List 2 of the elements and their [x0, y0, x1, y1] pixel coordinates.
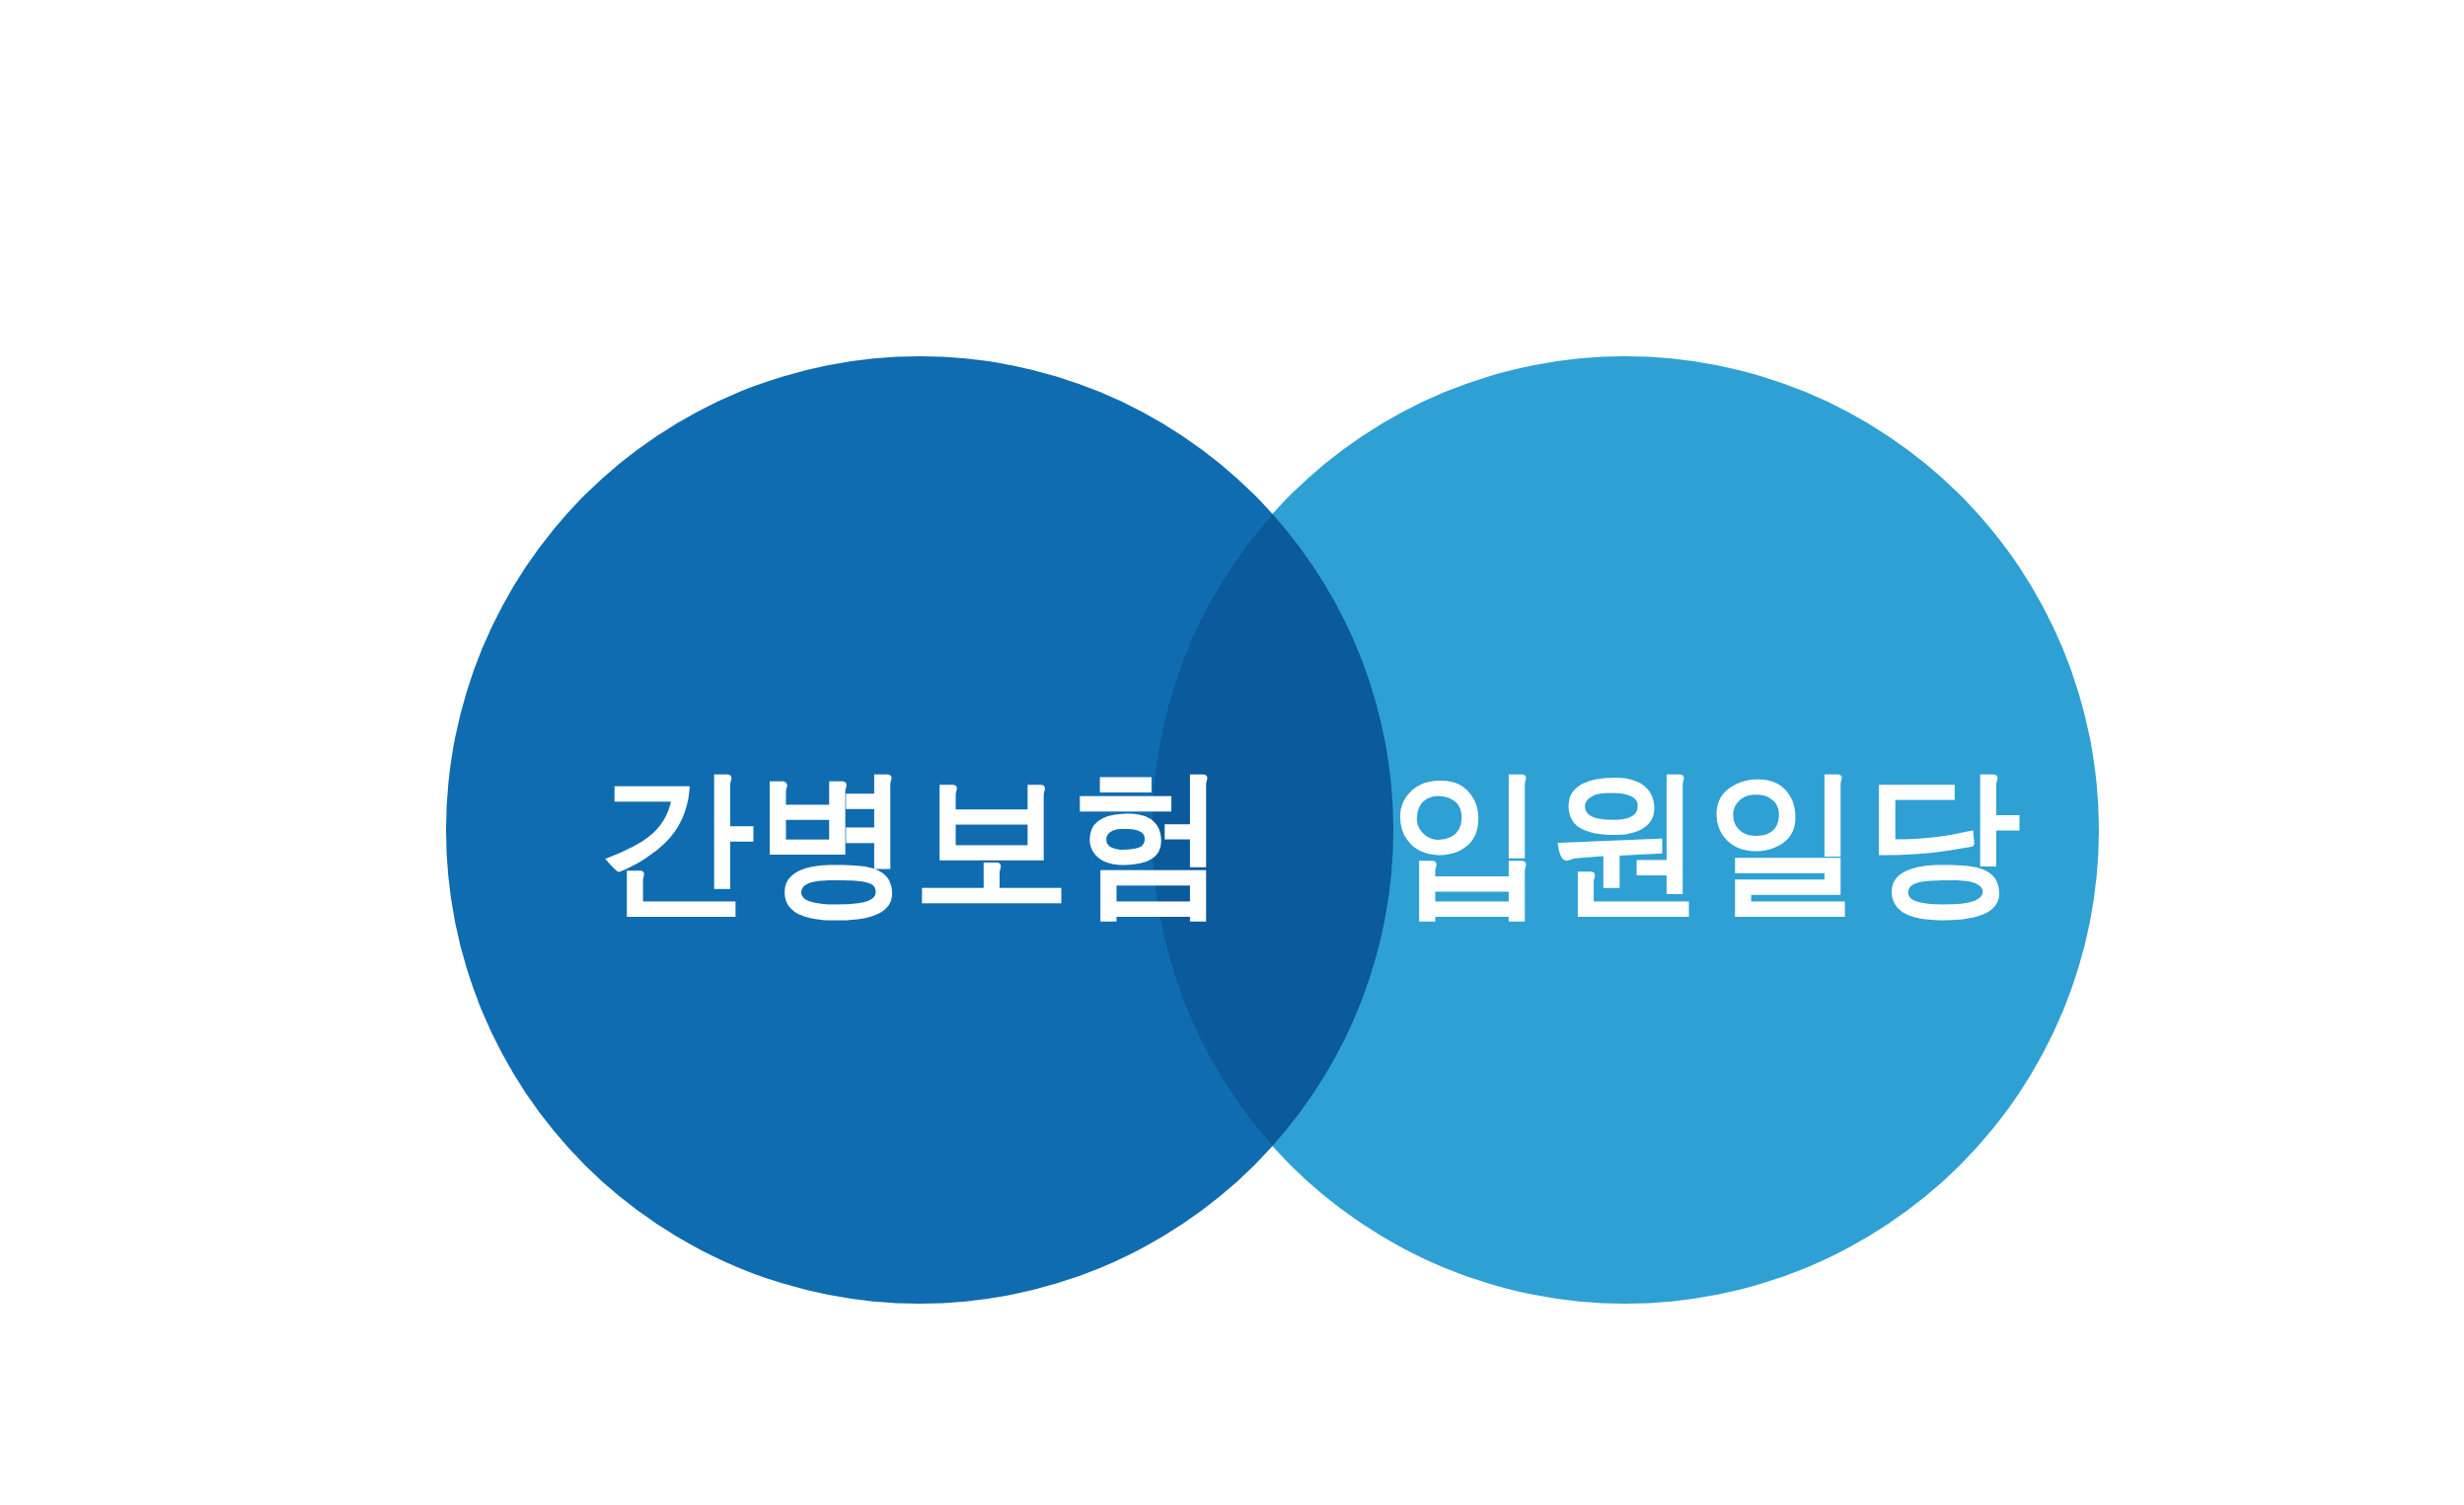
- circle-label: 입원일당: [1389, 754, 2021, 928]
- circle-label: 간병보험: [597, 754, 1229, 928]
